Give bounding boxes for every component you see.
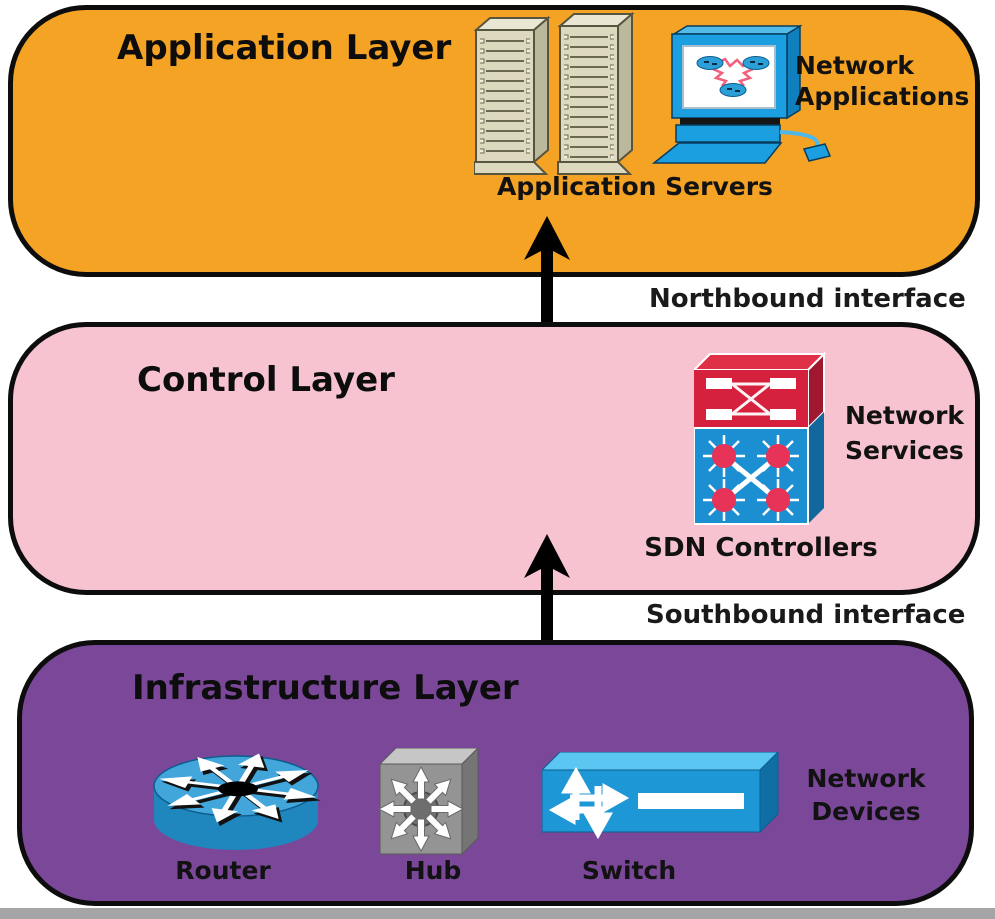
sdn-controllers-icon — [694, 352, 827, 525]
switch-caption: Switch — [581, 856, 677, 885]
northbound-interface-label: Northbound interface — [649, 284, 966, 314]
southbound-interface-label: Southbound interface — [646, 600, 966, 630]
bottom-shadow-strip — [0, 908, 995, 919]
application-servers-caption: Application Servers — [497, 172, 773, 201]
application-servers-icon — [474, 11, 635, 175]
application-layer-title: Application Layer — [117, 28, 452, 68]
router-caption: Router — [175, 856, 271, 885]
network-applications-caption: Network Applications — [795, 51, 970, 111]
sdn-controllers-caption: SDN Controllers — [644, 533, 878, 563]
network-applications-icon — [652, 24, 832, 164]
southbound-arrow-icon — [524, 534, 570, 692]
infrastructure-layer-title: Infrastructure Layer — [132, 668, 519, 708]
hub-icon — [377, 748, 479, 856]
network-devices-caption: Network Devices — [806, 764, 926, 826]
switch-icon — [542, 752, 779, 840]
northbound-arrow-icon — [524, 216, 570, 374]
router-icon — [153, 753, 321, 850]
network-services-caption: Network Services — [845, 401, 965, 465]
hub-caption: Hub — [404, 856, 462, 885]
control-layer-title: Control Layer — [137, 360, 395, 400]
